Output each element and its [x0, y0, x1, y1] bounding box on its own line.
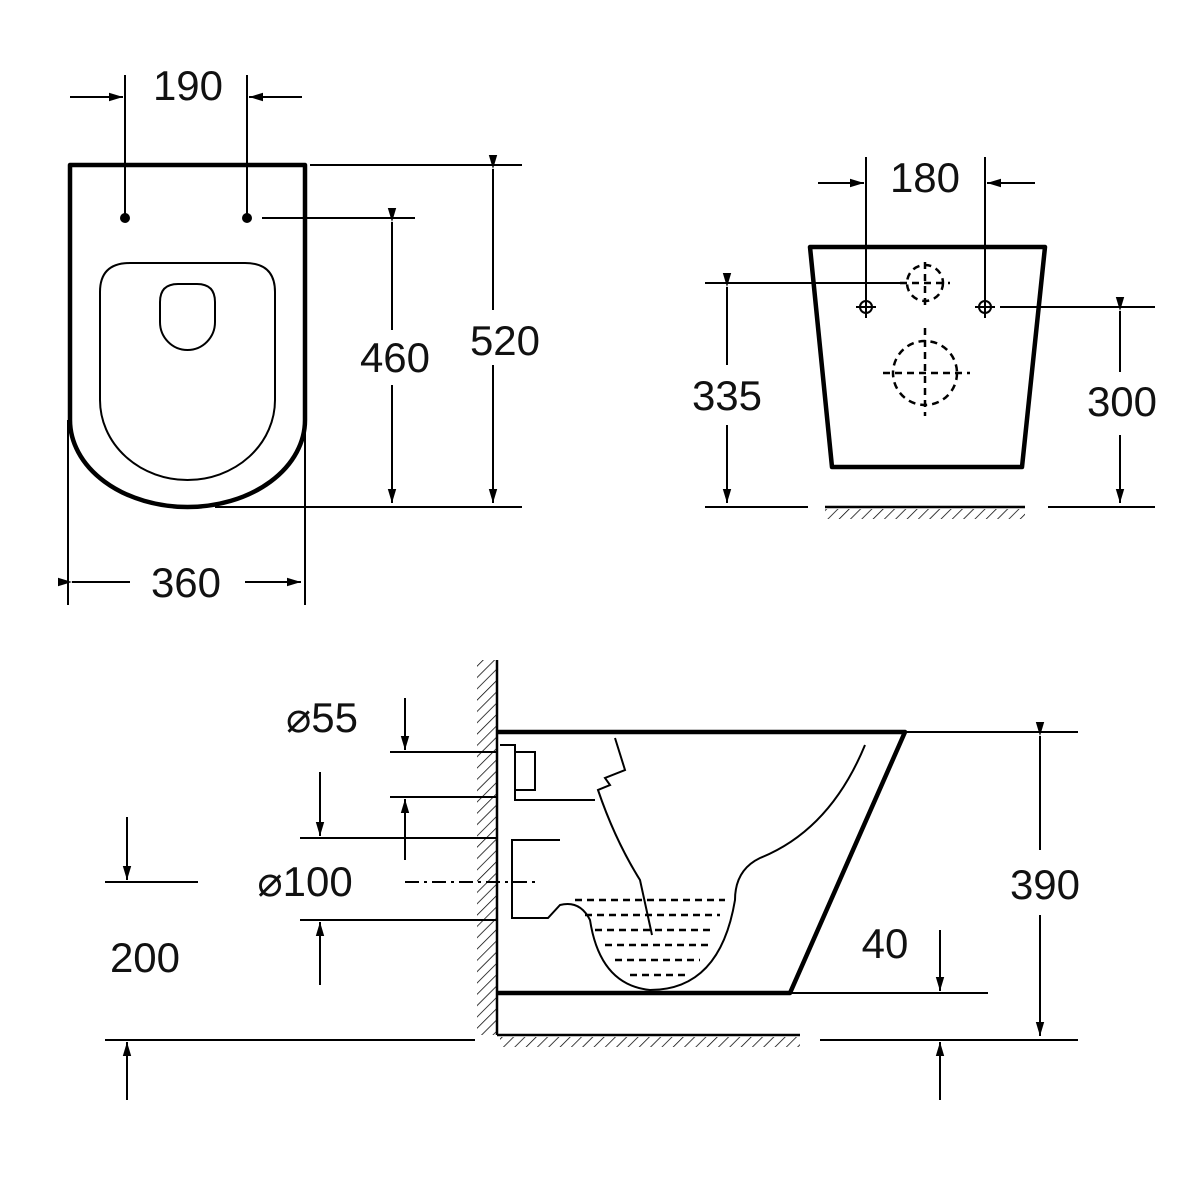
inlet-diameter-label: ⌀55	[286, 694, 358, 741]
height-335-label: 335	[692, 372, 762, 419]
bowl-front-curve	[511, 744, 866, 992]
outlet-height-200-label: 200	[110, 934, 180, 981]
length-520-label: 520	[470, 317, 540, 364]
height-300-label: 300	[1087, 378, 1157, 425]
hole-to-front-460-label: 460	[360, 334, 430, 381]
top-view: 190 460 520 360	[58, 62, 540, 606]
bowl-inner-curve	[596, 737, 653, 936]
water-level-icon	[575, 898, 725, 977]
toilet-side-outline	[497, 729, 908, 996]
hole-spacing-190-label: 190	[153, 62, 223, 109]
mounting-hole-icon	[120, 213, 252, 223]
wall-hatch	[477, 660, 497, 1035]
front-view: 180 335 300	[692, 154, 1157, 519]
seat-outline	[99, 262, 276, 481]
hole-spacing-180-label: 180	[890, 154, 960, 201]
inlet-pipe	[500, 744, 595, 801]
side-view: ⌀55 ⌀100 200 40 390	[105, 660, 1080, 1100]
height-390-label: 390	[1010, 861, 1080, 908]
bowl-outline	[67, 162, 308, 510]
floor-hatch	[500, 1037, 800, 1047]
outlet-diameter-label: ⌀100	[257, 858, 352, 905]
clearance-40-label: 40	[862, 920, 909, 967]
width-360-label: 360	[151, 559, 221, 606]
floor-hatch	[825, 509, 1025, 519]
back-outline	[807, 244, 1048, 470]
lid-opening	[159, 283, 216, 351]
